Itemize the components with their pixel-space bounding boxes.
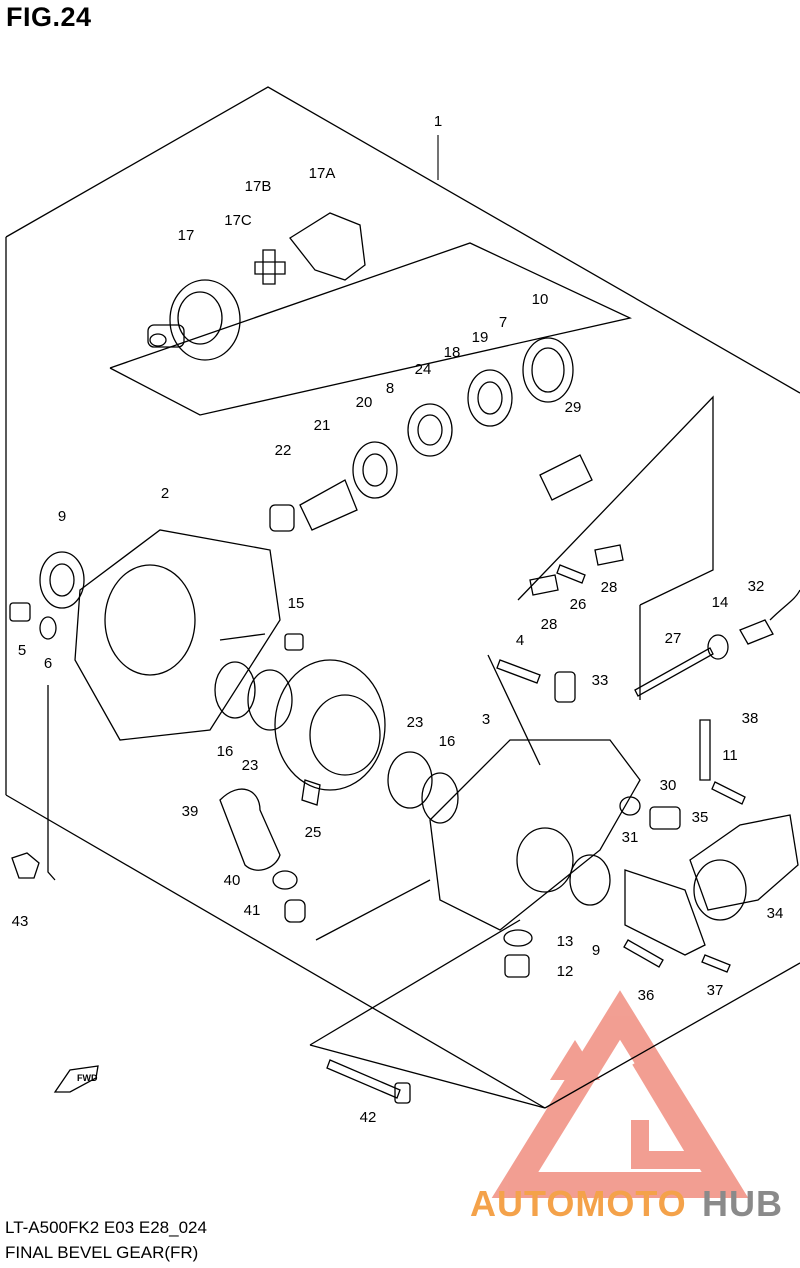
callout-13: 13 (557, 933, 574, 950)
callout-33: 33 (592, 672, 609, 689)
callout-9: 9 (592, 942, 600, 959)
part-drawings (9, 212, 800, 1104)
callout-16: 16 (439, 733, 456, 750)
callout-10: 10 (532, 291, 549, 308)
callout-12: 12 (557, 963, 574, 980)
callout-9: 9 (58, 508, 66, 525)
callout-17a: 17A (309, 165, 336, 182)
callout-23: 23 (242, 757, 259, 774)
callout-36: 36 (638, 987, 655, 1004)
callout-22: 22 (275, 442, 292, 459)
figure-caption: FINAL BEVEL GEAR(FR) (5, 1243, 199, 1262)
assembly-frame (5, 86, 800, 1109)
callout-28: 28 (601, 579, 618, 596)
fwd-arrow-icon: FWD (53, 1065, 99, 1093)
callout-2: 2 (161, 485, 169, 502)
watermark-text: AUTOMOTO HUB (470, 1183, 783, 1224)
callout-14: 14 (712, 594, 729, 611)
callout-37: 37 (707, 982, 724, 999)
callout-7: 7 (499, 314, 507, 331)
callout-40: 40 (224, 872, 241, 889)
callout-42: 42 (360, 1109, 377, 1126)
watermark-logo (491, 990, 749, 1198)
model-code: LT-A500FK2 E03 E28_024 (5, 1218, 207, 1237)
callout-30: 30 (660, 777, 677, 794)
fwd-label: FWD (77, 1073, 98, 1083)
callout-39: 39 (182, 803, 199, 820)
callout-19: 19 (472, 329, 489, 346)
callout-35: 35 (692, 809, 709, 826)
callout-26: 26 (570, 596, 587, 613)
callout-29: 29 (565, 399, 582, 416)
callout-43: 43 (12, 913, 29, 930)
callout-23: 23 (407, 714, 424, 731)
callout-38: 38 (742, 710, 759, 727)
callout-labels: 117B17A17C171071918248202122292915562826… (12, 113, 784, 1126)
callout-17c: 17C (224, 212, 252, 229)
callout-27: 27 (665, 630, 682, 647)
callout-20: 20 (356, 394, 373, 411)
callout-1: 1 (434, 113, 442, 130)
callout-25: 25 (305, 824, 322, 841)
callout-3: 3 (482, 711, 490, 728)
callout-6: 6 (44, 655, 52, 672)
callout-32: 32 (748, 578, 765, 595)
callout-18: 18 (444, 344, 461, 361)
callout-8: 8 (386, 380, 394, 397)
callout-21: 21 (314, 417, 331, 434)
callout-15: 15 (288, 595, 305, 612)
watermark-gray: HUB (702, 1183, 783, 1224)
callout-31: 31 (622, 829, 639, 846)
callout-16: 16 (217, 743, 234, 760)
callout-17: 17 (178, 227, 195, 244)
figure-title: FIG.24 (6, 2, 92, 32)
callout-17b: 17B (245, 178, 272, 195)
callout-4: 4 (516, 632, 524, 649)
callout-24: 24 (415, 361, 432, 378)
callout-34: 34 (767, 905, 784, 922)
callout-28: 28 (541, 616, 558, 633)
callout-41: 41 (244, 902, 261, 919)
callout-11: 11 (722, 747, 738, 764)
watermark-orange: AUTOMOTO (470, 1183, 687, 1224)
callout-5: 5 (18, 642, 26, 659)
